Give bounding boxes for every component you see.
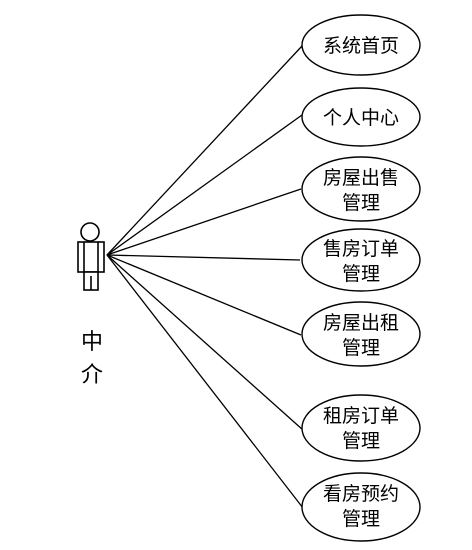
actor-head — [80, 222, 100, 242]
actor-label-line1: 中 — [81, 330, 103, 355]
use-case-viewing-appointment-management-label-line1: 看房预约 — [323, 483, 399, 505]
use-case-house-rent-management-label-line2: 管理 — [342, 337, 380, 359]
use-case-rent-order-management-ellipse — [301, 394, 421, 462]
use-case-house-sale-management[interactable]: 房屋出售 管理 — [301, 156, 421, 222]
use-case-homepage-ellipse — [301, 14, 421, 76]
actor-label-line2: 介 — [81, 363, 103, 388]
use-case-rent-order-management-label-line1: 租房订单 — [323, 405, 399, 427]
use-case-house-sale-management-label-line1: 房屋出售 — [323, 167, 399, 189]
use-case-personal-center-ellipse — [301, 87, 421, 147]
use-case-viewing-appointment-management-label-line2: 管理 — [342, 508, 380, 530]
association-lines — [106, 45, 304, 509]
use-case-rent-order-management-label-line2: 管理 — [342, 430, 380, 452]
association-line-viewing-appointment-management — [106, 254, 304, 509]
use-case-house-rent-management-ellipse — [301, 301, 421, 367]
association-line-homepage — [106, 45, 303, 256]
use-case-personal-center-label: 个人中心 — [323, 107, 399, 129]
use-case-rent-order-management[interactable]: 租房订单 管理 — [301, 394, 421, 462]
association-line-personal-center — [106, 114, 303, 256]
actor-figure — [77, 222, 105, 291]
use-case-homepage-label: 系统首页 — [323, 35, 399, 57]
use-case-viewing-appointment-management-ellipse — [301, 472, 421, 542]
use-case-sale-order-management-label-line2: 管理 — [342, 263, 380, 285]
use-case-sale-order-management-ellipse — [301, 228, 421, 292]
use-case-house-rent-management-label-line1: 房屋出租 — [323, 312, 399, 334]
use-case-sale-order-management[interactable]: 售房订单 管理 — [301, 228, 421, 292]
use-case-homepage[interactable]: 系统首页 — [301, 14, 421, 76]
use-case-viewing-appointment-management[interactable]: 看房预约 管理 — [301, 472, 421, 542]
association-line-house-rent-management — [106, 254, 302, 336]
use-case-house-rent-management[interactable]: 房屋出租 管理 — [301, 301, 421, 367]
use-case-sale-order-management-label-line1: 售房订单 — [323, 238, 399, 260]
use-case-house-sale-management-label-line2: 管理 — [342, 192, 380, 214]
association-line-house-sale-management — [106, 188, 302, 256]
actor-body — [77, 241, 105, 273]
association-line-rent-order-management — [106, 254, 304, 431]
use-case-personal-center[interactable]: 个人中心 — [301, 87, 421, 147]
use-case-house-sale-management-ellipse — [301, 156, 421, 222]
association-line-sale-order-management — [106, 254, 301, 261]
